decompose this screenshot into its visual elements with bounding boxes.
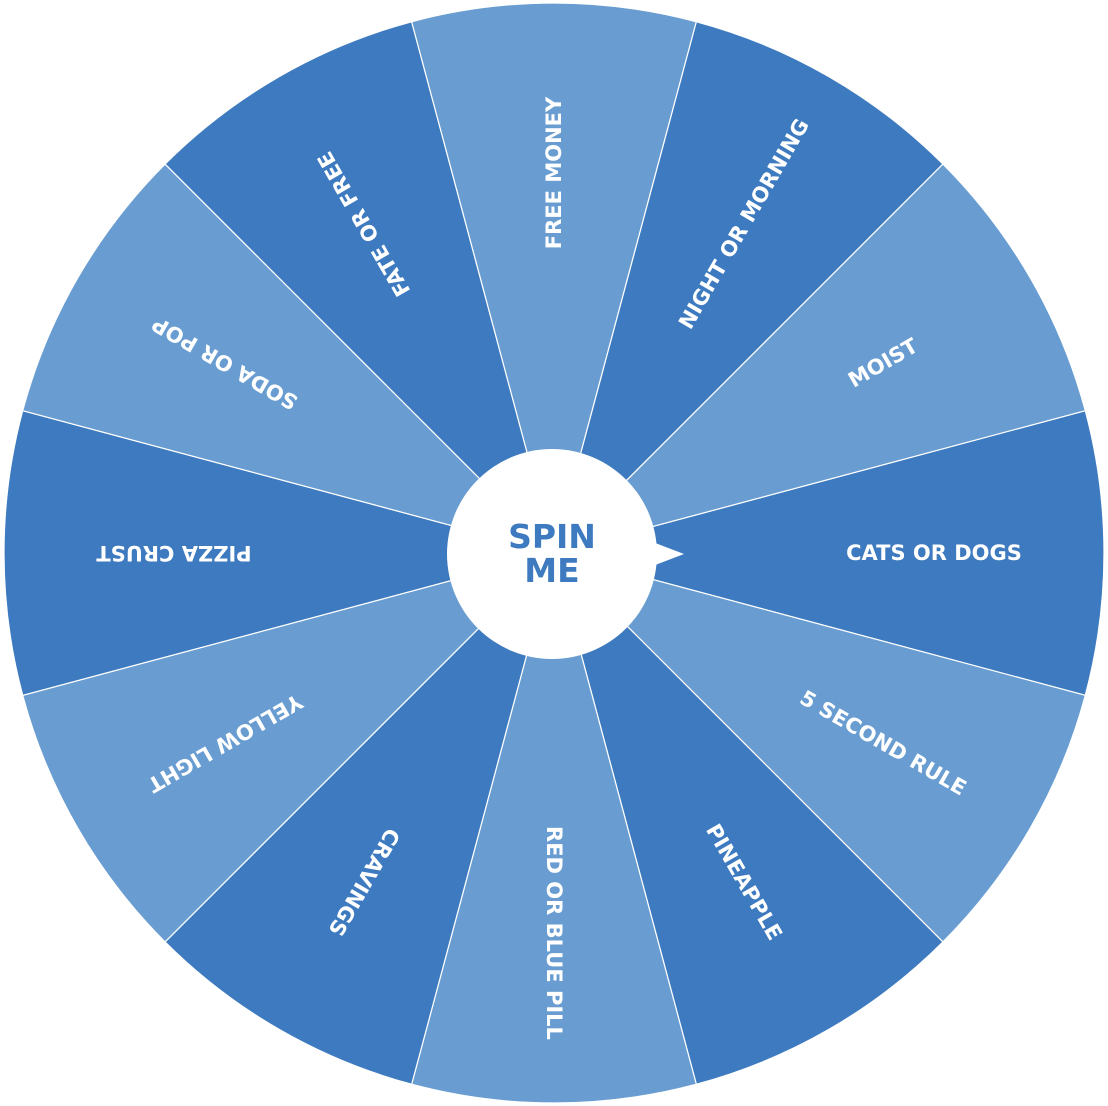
wheel-slice-label-free-money: FREE MONEY [542, 96, 566, 249]
wheel-slices [3, 2, 1105, 1104]
wheel-slice-moist[interactable] [551, 163, 1086, 555]
wheel-slice-cravings[interactable] [164, 550, 556, 1085]
wheel-slice-fate-or-free[interactable] [164, 21, 556, 556]
wheel-slice-yellow-light[interactable] [22, 551, 557, 943]
wheel-slice-label-pizza-crust: PIZZA CRUST [96, 541, 252, 565]
wheel-slice-label-red-or-blue-pill: RED OR BLUE PILL [542, 826, 566, 1040]
wheel-slice-5-second-rule[interactable] [551, 551, 1086, 943]
spin-button[interactable]: SPIN ME [447, 449, 657, 659]
wheel-slice-pizza-crust[interactable] [3, 409, 557, 697]
wheel-slice-night-or-morning[interactable] [552, 21, 944, 556]
spin-button-line1: SPIN [508, 517, 596, 556]
wheel-slice-red-or-blue-pill[interactable] [410, 550, 698, 1104]
wheel-slice-label-cats-or-dogs: CATS OR DOGS [846, 541, 1022, 565]
spin-button-line2: ME [524, 551, 580, 590]
wheel-slice-pineapple[interactable] [552, 550, 944, 1085]
wheel-slice-cats-or-dogs[interactable] [551, 409, 1105, 697]
wheel-slice-free-money[interactable] [410, 2, 698, 556]
wheel-slice-soda-or-pop[interactable] [22, 163, 557, 555]
